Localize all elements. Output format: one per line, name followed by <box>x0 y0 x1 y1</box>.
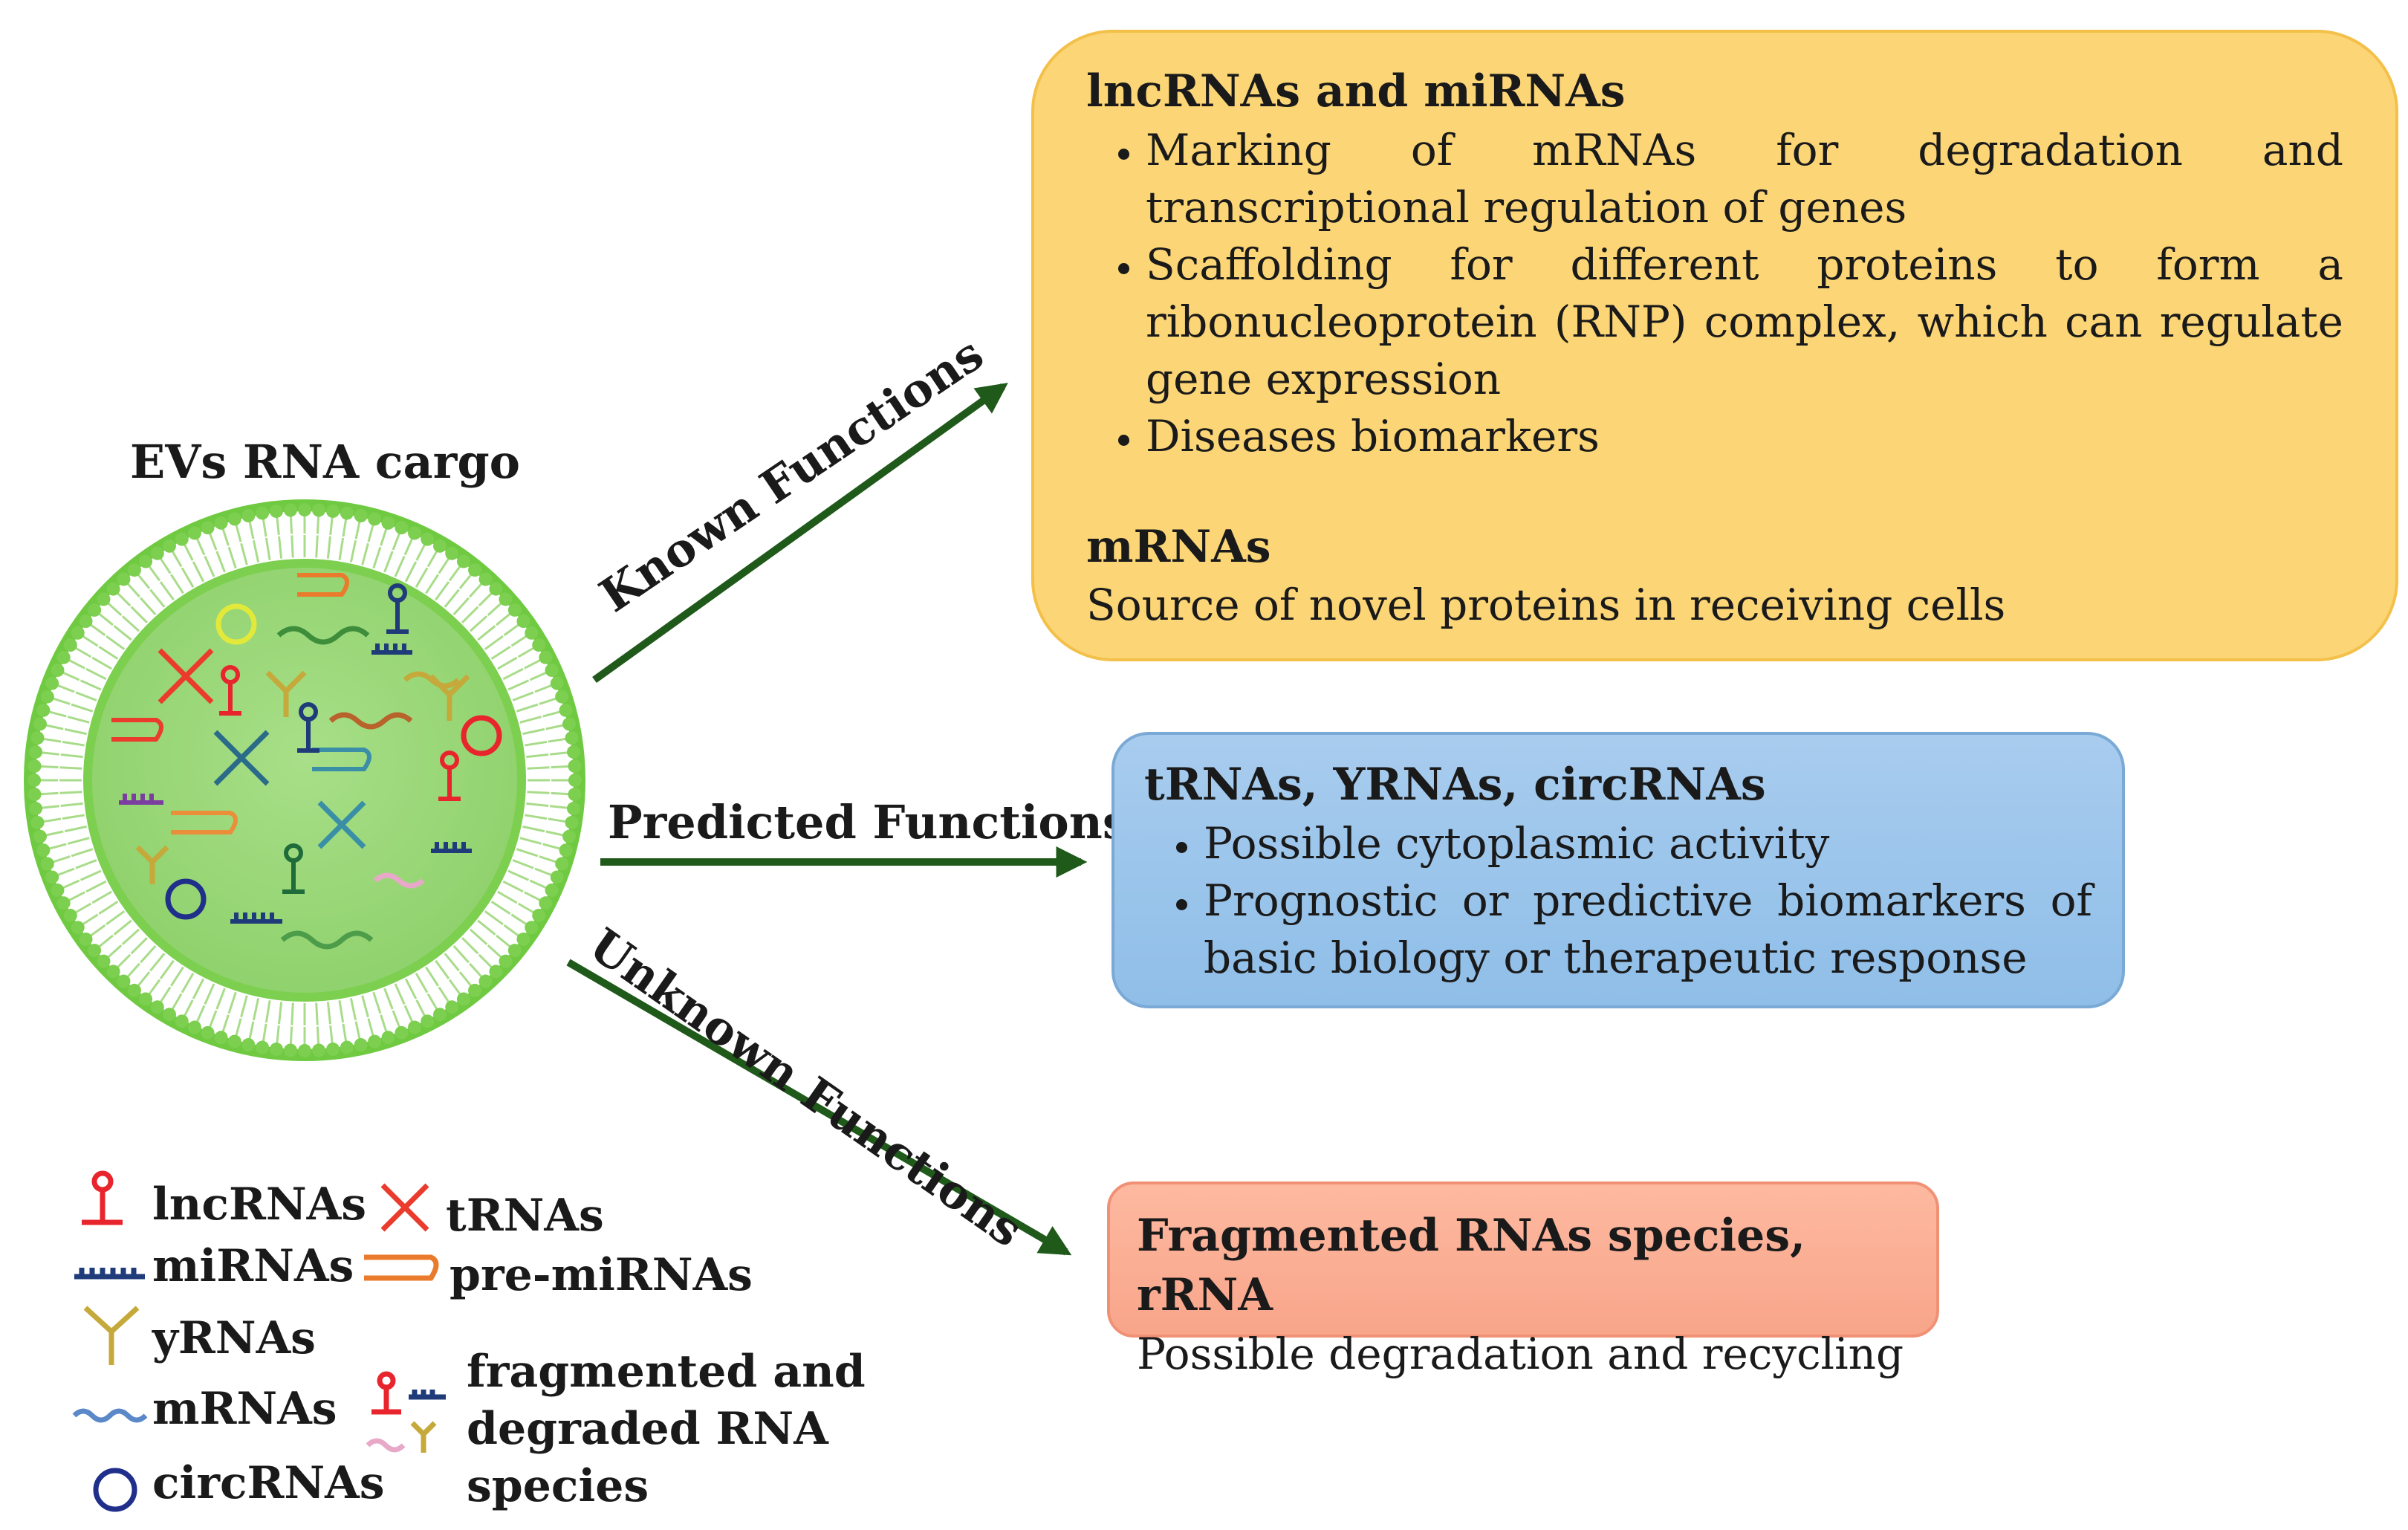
extracellular-vesicle <box>24 499 585 1061</box>
known-bullet: Marking of mRNAs for degradation and tra… <box>1146 122 2343 236</box>
premirna-icon <box>111 573 371 834</box>
mrna-icon <box>328 712 413 730</box>
legend-fragmented-2: degraded RNA <box>467 1403 828 1455</box>
trna-icon <box>158 648 366 849</box>
legend-premirna: pre-miRNAs <box>450 1249 753 1301</box>
mrna-icon <box>280 930 374 950</box>
known-heading-mrna: mRNAs <box>1086 520 1271 573</box>
known-bullet-list: Marking of mRNAs for degradation and tra… <box>1086 122 2343 466</box>
known-bullet: Scaffolding for different proteins to fo… <box>1146 236 2343 408</box>
arrow-unknown <box>566 959 1072 1256</box>
unknown-heading: Fragmented RNAs species, rRNA <box>1137 1210 1805 1321</box>
mirna-legend-icon <box>74 1268 145 1280</box>
legend-trna: tRNAs <box>446 1190 604 1242</box>
legend-mrna: mRNAs <box>152 1383 337 1435</box>
yrna-legend-icon <box>83 1306 140 1365</box>
legend-circrna: circRNAs <box>152 1457 385 1509</box>
known-functions-box: lncRNAs and miRNAs Marking of mRNAs for … <box>1031 30 2398 661</box>
predicted-bullet: Possible cytoplasmic activity <box>1204 815 2092 872</box>
rna-cargo <box>111 573 502 950</box>
legend-lncrna: lncRNAs <box>152 1179 366 1231</box>
ev-title: EVs RNA cargo <box>130 435 521 489</box>
mrna-icon <box>276 626 370 645</box>
yrna-icon <box>135 670 470 884</box>
unknown-text: Possible degradation and recycling <box>1137 1328 1904 1379</box>
legend-mirna: miRNAs <box>152 1240 354 1292</box>
fragmented-legend-icon <box>366 1371 446 1453</box>
trna-legend-icon <box>380 1183 429 1232</box>
known-bullet: Diseases biomarkers <box>1146 408 2343 465</box>
predicted-heading: tRNAs, YRNAs, circRNAs <box>1144 759 1766 811</box>
known-mrna-text: Source of novel proteins in receiving ce… <box>1086 580 2006 631</box>
premirna-legend-icon <box>364 1254 439 1281</box>
legend-yrna: yRNAs <box>152 1312 316 1364</box>
unknown-functions-box: Fragmented RNAs species, rRNA Possible d… <box>1107 1181 1939 1379</box>
lncrna-legend-icon <box>82 1170 123 1225</box>
legend-icons <box>72 1170 446 1512</box>
mirna-icon <box>119 794 163 805</box>
legend-fragmented-1: fragmented and <box>467 1346 866 1398</box>
predicted-bullet: Prognostic or predictive biomarkers of b… <box>1204 872 2092 987</box>
predicted-functions-label: Predicted Functions <box>608 795 1129 849</box>
legend-fragmented-3: species <box>467 1460 649 1512</box>
mrna-legend-icon <box>72 1408 148 1423</box>
known-heading-lnc-mirna: lncRNAs and miRNAs <box>1086 65 1626 117</box>
circrna-legend-icon <box>93 1468 137 1512</box>
predicted-functions-box: tRNAs, YRNAs, circRNAs Possible cytoplas… <box>1111 732 2125 1008</box>
circrna-icon <box>165 878 207 920</box>
arrow-known <box>592 383 1008 684</box>
mirna-icon <box>230 644 472 924</box>
circrna-icon <box>215 603 257 645</box>
lncrna-icon <box>219 583 461 894</box>
predicted-bullet-list: Possible cytoplasmic activity Prognostic… <box>1144 815 2092 987</box>
membrane-bilayer <box>27 503 582 1057</box>
mrna-icon <box>373 872 425 889</box>
circrna-icon <box>461 715 502 756</box>
